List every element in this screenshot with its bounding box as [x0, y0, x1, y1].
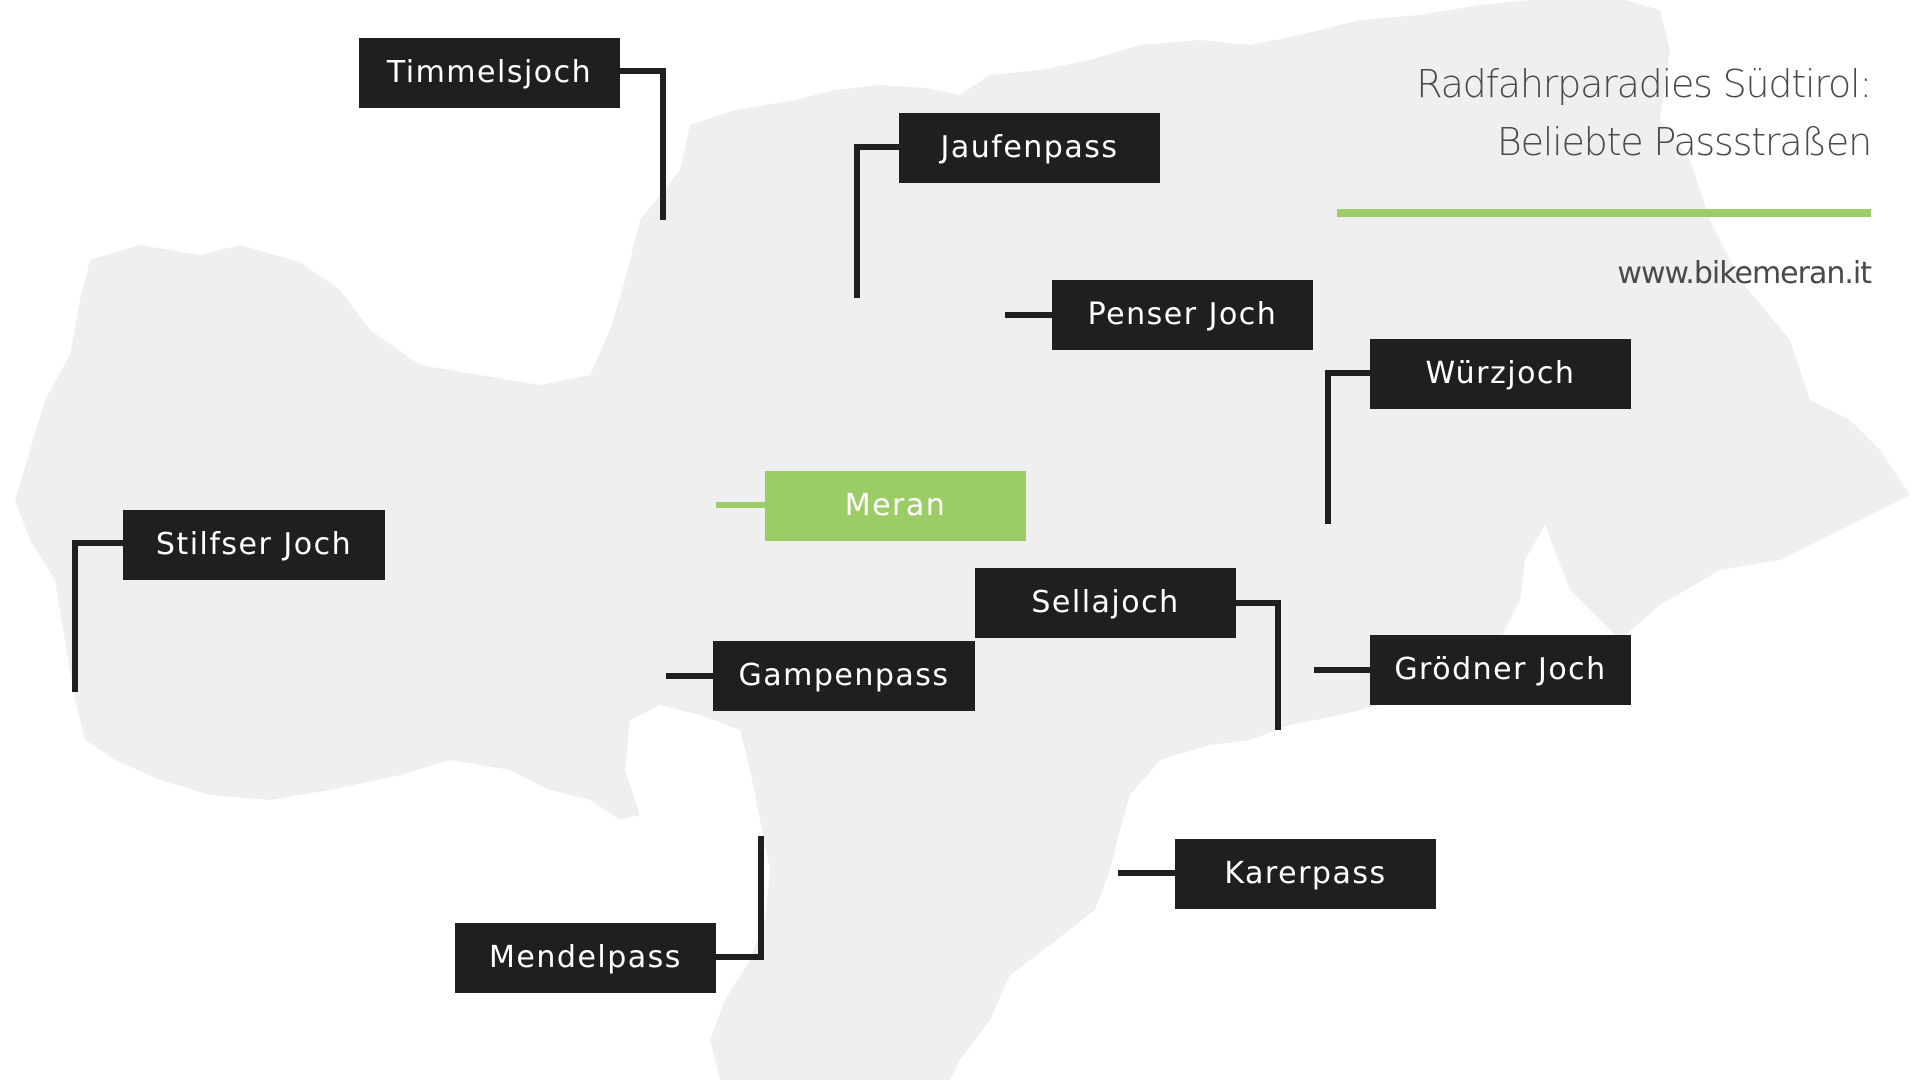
title-line-1: Radfahrparadies Südtirol:: [1416, 62, 1872, 106]
label-jaufenpass: Jaufenpass: [899, 113, 1160, 183]
title-underline: [1337, 209, 1871, 217]
label-timmelsjoch: Timmelsjoch: [359, 38, 620, 108]
website-url: www.bikemeran.it: [1617, 256, 1872, 291]
label-stilfser-joch: Stilfser Joch: [123, 510, 385, 580]
label-mendelpass: Mendelpass: [455, 923, 716, 993]
connector-jaufenpass: [854, 144, 900, 298]
connector-sellajoch: [1236, 600, 1281, 730]
label-sellajoch: Sellajoch: [975, 568, 1236, 638]
connector-mendelpass: [716, 836, 764, 960]
title-line-2: Beliebte Passstraßen: [1496, 120, 1872, 164]
label-groedner-joch: Grödner Joch: [1370, 635, 1631, 705]
connector-wuerzjoch: [1325, 370, 1370, 524]
label-gampenpass: Gampenpass: [713, 641, 975, 711]
label-wuerzjoch: Würzjoch: [1370, 339, 1631, 409]
label-karerpass: Karerpass: [1175, 839, 1436, 909]
connector-stilfser-joch: [72, 540, 123, 692]
connector-timmelsjoch: [620, 68, 666, 220]
connector-lines: [72, 68, 1370, 960]
label-penser-joch: Penser Joch: [1052, 280, 1313, 350]
label-meran: Meran: [765, 471, 1026, 541]
